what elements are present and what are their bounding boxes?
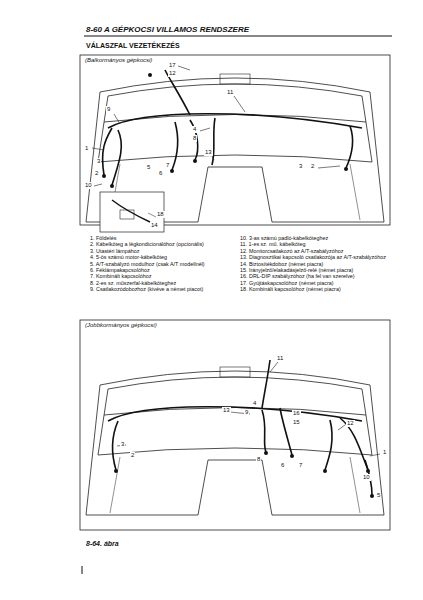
- callout-number: 3: [120, 441, 125, 448]
- legend-item: 8. 2-es sz. műszerfal-kábelköteghez: [90, 281, 176, 287]
- callout-number: 3: [298, 163, 303, 170]
- callout-number: 2: [130, 452, 135, 459]
- callout-number: 13: [222, 407, 231, 414]
- figure-subtitle: (Jobbkormányos gépkocsi): [84, 322, 158, 329]
- callout-number: 7: [165, 162, 170, 169]
- callout-number: 5: [146, 164, 151, 171]
- page-header: 8-60 A GÉPKOCSI VILLAMOS RENDSZERE: [86, 26, 249, 35]
- callout-number: 13: [204, 149, 213, 156]
- callout-number: 16: [292, 410, 301, 417]
- callout-number: 6: [158, 170, 163, 177]
- legend-item: 2. Kábelköteg a légkondicionálóhoz (opci…: [90, 242, 204, 248]
- callout-number: 4: [252, 400, 257, 407]
- callout-number: 5: [376, 492, 381, 499]
- callout-number: 7: [298, 462, 303, 469]
- legend-item: 11. 1-es sz. mű. kábelköteg: [240, 242, 306, 248]
- callout-number: 9: [244, 409, 249, 416]
- callout-number: 9: [106, 106, 111, 113]
- callout-number: 1: [382, 449, 387, 456]
- legend-item: 10. 3-as számú padló-kábelköteghez: [240, 236, 328, 242]
- legend-item: 6. Féklámpakapcsolóhoz: [90, 268, 150, 274]
- callout-number: 2: [94, 170, 99, 177]
- figure-caption: 8-64. ábra: [86, 540, 119, 548]
- callout-number: 8: [256, 456, 261, 463]
- callout-number: 8: [192, 135, 197, 142]
- callout-number: 12: [346, 420, 355, 427]
- legend-item: 12. Monitorcsatlakozó az A/T-szabályzóho…: [240, 249, 343, 255]
- callout-number: 11: [226, 89, 234, 96]
- callout-number: 17: [168, 62, 177, 69]
- callout-number: 10: [84, 182, 93, 189]
- section-title: VÁLASZFAL VEZETÉKEZÉS: [86, 42, 180, 50]
- callout-number: 2: [310, 163, 315, 170]
- callout-number: 14: [150, 222, 159, 229]
- legend-item: 17. Gyújtáskapcsolóhoz (német piacra): [240, 281, 333, 287]
- callout-number: 1: [84, 145, 89, 152]
- legend-item: 1. Földelés: [90, 236, 116, 242]
- legend-item: 15. Irányjelző/elakadásjelző-relé (német…: [240, 268, 353, 274]
- callout-number: 18: [156, 211, 165, 218]
- callout-number: 12: [168, 70, 177, 77]
- legend-item: 14. Biztosítékdoboz (német piacra): [240, 262, 323, 268]
- callout-number: 6: [280, 462, 285, 469]
- callout-number: 4: [192, 126, 197, 133]
- legend-item: 3. Utastéri lámpához: [90, 249, 139, 255]
- callout-number: 10: [362, 474, 371, 481]
- legend-item: 18. Kombinált kapcsolóhoz (német piacra): [240, 287, 341, 293]
- legend-item: 7. Kombinált kapcsolóhoz: [90, 274, 151, 280]
- legend-item: 13. Diagnosztikai kapcsoló csatlakozója …: [240, 255, 386, 261]
- legend-item: 9. Csatlakozódobozhoz (kivéve a német pi…: [90, 287, 203, 293]
- legend-item: 5. A/T-szabályzó modulhoz (csak A/T mode…: [90, 262, 205, 268]
- callout-number: 11: [276, 355, 284, 362]
- legend-item: 4. 5-ös számú motor-kábelköteg: [90, 255, 167, 261]
- legend-item: 16. DRL-DIP szabályzóhoz (ha fel van sze…: [240, 274, 355, 280]
- callout-number: 3: [96, 158, 101, 165]
- figure-subtitle: (Balkormányos gépkocsi): [84, 57, 153, 64]
- callout-number: 15: [292, 419, 301, 426]
